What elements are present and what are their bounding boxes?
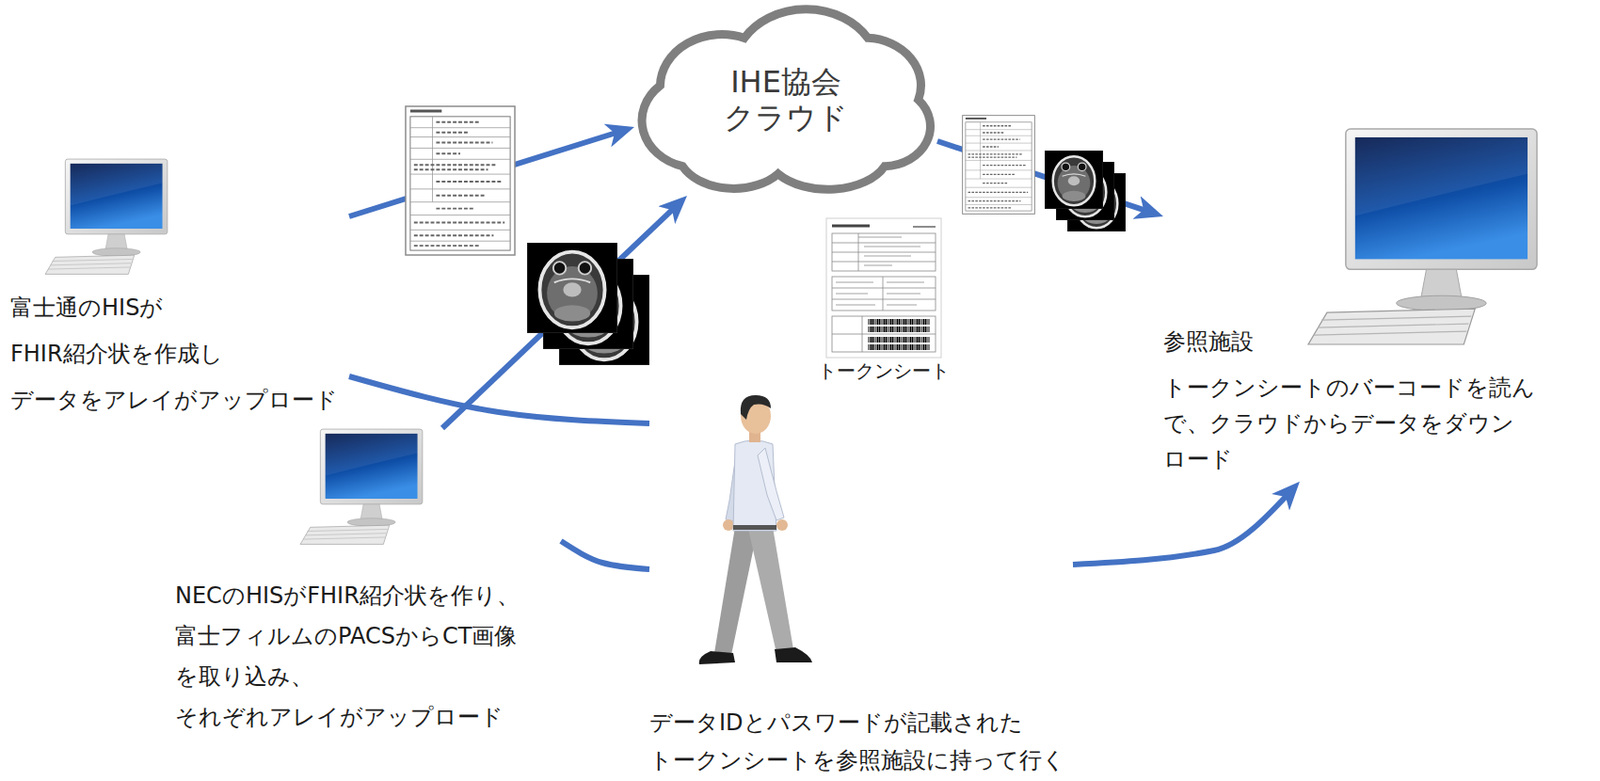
token-sheet	[826, 218, 942, 358]
label-box: トークンシート	[817, 360, 950, 383]
referral-document	[962, 115, 1036, 215]
node-heading: 参照施設	[1163, 323, 1545, 360]
cloud-shape	[641, 9, 930, 191]
ct-image-stack	[527, 242, 650, 366]
person-node: データIDとパスワードが記載された トークンシートを参照施設に持って行く	[649, 385, 1073, 780]
person-figure	[678, 387, 816, 680]
person-figure	[699, 395, 813, 665]
node-caption: NECのHISがFHIR紹介状を作り、 富士フィルムのPACSからCT画像 を取…	[175, 576, 561, 738]
computer-node: 富士通のHISが FHIR紹介状を作成し データをアレイがアップロード	[10, 158, 350, 430]
computer-icon	[300, 429, 423, 544]
sheet-label: トークンシート	[817, 360, 950, 383]
sheet-rows	[832, 233, 936, 272]
computer-icon	[1306, 127, 1541, 348]
node-caption: トークンシートのバーコードを読ん で、クラウドからデータをダウン ロード	[1163, 369, 1545, 478]
sheet-rows	[832, 276, 936, 311]
sheet-barcode-box	[832, 316, 936, 352]
barcode	[867, 326, 930, 333]
referral-document	[405, 106, 515, 256]
ct-image-stack	[1044, 150, 1126, 232]
flow-arrow	[1072, 488, 1294, 565]
node-caption: データIDとパスワードが記載された トークンシートを参照施設に持って行く	[649, 704, 1073, 780]
computer-node: NECのHISがFHIR紹介状を作り、 富士フィルムのPACSからCT画像 を取…	[175, 428, 561, 744]
sheet-title	[832, 224, 870, 228]
computer-icon	[295, 428, 429, 546]
cloud-node: IHE協会 クラウド	[634, 3, 938, 196]
barcode	[867, 344, 930, 351]
barcode	[867, 336, 930, 343]
ct-image	[527, 242, 618, 334]
computer-icon	[1308, 128, 1537, 345]
sheet-page	[826, 218, 942, 358]
computer-icon	[40, 158, 174, 276]
computer-icon	[45, 159, 168, 274]
node-caption: 富士通のHISが FHIR紹介状を作成し データをアレイがアップロード	[10, 285, 350, 424]
sheet-table	[832, 233, 936, 272]
barcode	[867, 319, 930, 325]
sheet-table	[832, 276, 936, 311]
node-caption: IHE協会 クラウド	[705, 64, 866, 136]
flow-arrow	[349, 376, 650, 424]
computer-node: 参照施設トークンシートのバーコードを読ん で、クラウドからデータをダウン ロード	[1163, 127, 1545, 483]
flow-arrow	[560, 541, 650, 570]
sheet-barcode-rule	[832, 316, 936, 352]
ct-image	[1044, 150, 1104, 209]
sheet-org	[912, 225, 936, 228]
